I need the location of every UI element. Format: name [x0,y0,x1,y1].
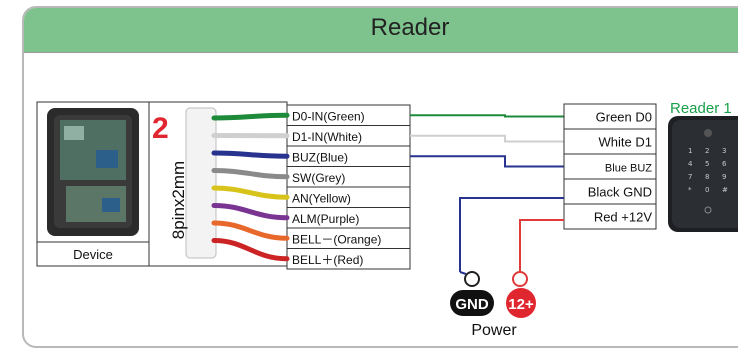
power-wiring [460,198,564,286]
svg-text:8: 8 [705,173,709,181]
v12-badge-label: 12+ [508,296,534,313]
connector-number: 2 [152,112,169,145]
connector-housing [186,108,216,258]
terminal-label-4: Red +12V [594,210,653,225]
wire-0 [214,115,287,118]
pin-label-0: D0-IN(Green) [292,109,365,123]
svg-text:2: 2 [705,147,709,155]
reader-title: Reader 1 [670,100,732,117]
pin-label-2: BUZ(Blue) [292,150,348,164]
terminal-label-1: White D1 [599,135,652,150]
svg-text:*: * [688,186,692,194]
terminal-label-0: Green D0 [596,110,652,125]
svg-text:1: 1 [688,147,692,155]
svg-text:#: # [722,186,728,194]
terminal-label-3: Black GND [588,185,652,200]
signal-line-1 [410,136,564,142]
svg-text:5: 5 [705,160,709,168]
v12-badge: 12+ [506,288,536,318]
connector-size-label: 8pinx2mm [169,161,188,239]
gnd-badge-label: GND [455,296,489,313]
svg-text:7: 7 [688,173,692,181]
pin-label-1: D1-IN(White) [292,130,362,144]
pin-label-5: ALM(Purple) [292,212,359,226]
signal-line-2 [410,156,564,166]
terminal-label-2: Blue BUZ [605,163,652,175]
device-box: Device [37,102,149,266]
svg-text:9: 9 [722,173,726,181]
svg-text:3: 3 [722,147,726,155]
power-label: Power [471,322,517,339]
pin-label-6: BELL－(Orange) [292,232,381,246]
reader-terminal-block: Green D0 White D1 Blue BUZ Black GND Red +12… [564,104,656,229]
pin-label-3: SW(Grey) [292,171,345,185]
pin-label-7: BELL＋(Red) [292,253,363,267]
pin-label-4: AN(Yellow) [292,191,351,205]
device-label: Device [73,247,113,262]
svg-text:0: 0 [705,186,709,194]
gnd-badge: GND [450,290,494,316]
signal-line-0 [410,115,564,116]
svg-text:4: 4 [688,160,693,168]
reader-keypad-image: 1 2 3 4 5 6 7 8 9 * 0 # [668,116,738,232]
svg-text:6: 6 [722,160,727,168]
